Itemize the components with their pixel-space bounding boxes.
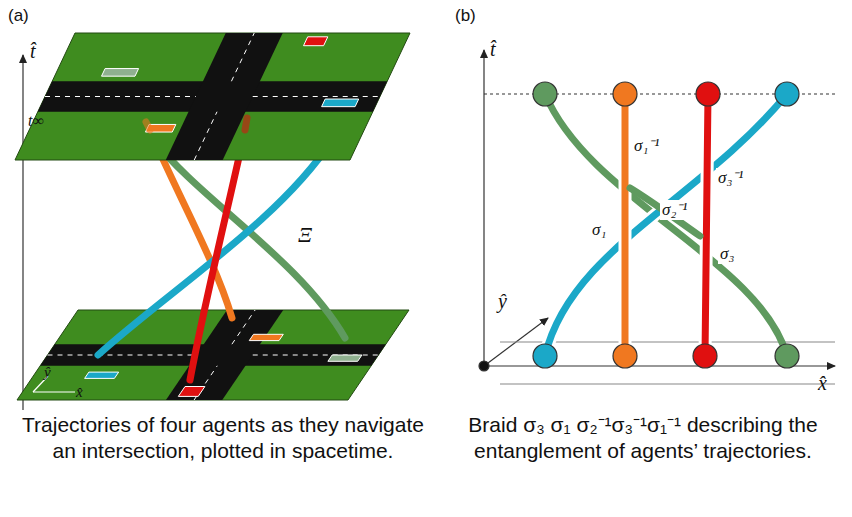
bottom-plane-part [178, 387, 205, 397]
braid-strands-part [619, 94, 632, 356]
crossing-label: σ₁ [590, 220, 608, 240]
crossing-label: σ₃⁻¹ [716, 168, 745, 188]
top-plane-part [102, 69, 139, 77]
axis-label: x̂ [818, 372, 827, 395]
bottom-plane-part [249, 334, 283, 340]
axes-b [479, 50, 835, 384]
braid-strands-part [545, 94, 787, 356]
braid-strands-part [630, 188, 700, 236]
axes-b-part [500, 383, 835, 384]
crossing-label: σ₁⁻¹ [632, 136, 661, 156]
agent-circles-part [533, 82, 557, 106]
agent-circles-part [693, 344, 717, 368]
trajectory-ends-part [245, 118, 247, 130]
axis-label: t̂ [490, 38, 496, 61]
axis-label: ŷ [498, 290, 507, 313]
bottom-axes [33, 376, 75, 392]
crossing-label: σ₃ [718, 244, 736, 264]
top-plane [15, 33, 410, 160]
top-plane-part [304, 37, 328, 46]
agent-circles-part [613, 344, 637, 368]
plane-label: t∞ [28, 112, 44, 130]
trajectory-ends-part [146, 122, 150, 130]
agent-circles-part [775, 344, 799, 368]
bottom-plane-part [17, 310, 409, 400]
caption: Braid σ₃ σ₁ σ₂⁻¹σ₃⁻¹σ₁⁻¹ describing the … [448, 412, 838, 465]
bottom-axes-part [33, 391, 75, 392]
crossing-label: σ₂⁻¹ [660, 200, 689, 220]
axis-label: ŷ [44, 364, 51, 381]
agent-circles-part [613, 82, 637, 106]
bottom-plane-part [328, 355, 362, 361]
bottom-plane-part [85, 372, 119, 378]
agent-circles-part [696, 82, 720, 106]
axes-b-part [483, 50, 484, 366]
braid-strands-part [545, 94, 787, 356]
caption: Trajectories of four agents as they navi… [18, 412, 428, 465]
agent-circles-part [775, 82, 799, 106]
top-plane-part [15, 33, 410, 160]
panel-tag: (a) [8, 6, 29, 26]
panel-tag: (b) [455, 6, 476, 26]
trajectories-part [152, 138, 345, 338]
braid-strands-part [705, 94, 708, 356]
trajectory-ends [146, 118, 247, 130]
agent-circles-part [533, 344, 557, 368]
agent-circles [533, 82, 799, 368]
braid-symbol: Ξ [296, 222, 314, 247]
braid-strands [545, 94, 787, 356]
braid-strands-part [705, 94, 708, 356]
axis-label: t̂ [30, 40, 36, 63]
trajectories [98, 130, 345, 380]
braid-strands-part [622, 94, 629, 356]
bottom-plane [17, 310, 409, 400]
axes-a-part [22, 55, 23, 410]
axis-label: x̂ [76, 384, 83, 401]
top-plane-part [322, 99, 359, 107]
trajectories-part [190, 130, 245, 380]
axes-b-part [479, 361, 489, 371]
braid-strands-part [545, 94, 787, 356]
